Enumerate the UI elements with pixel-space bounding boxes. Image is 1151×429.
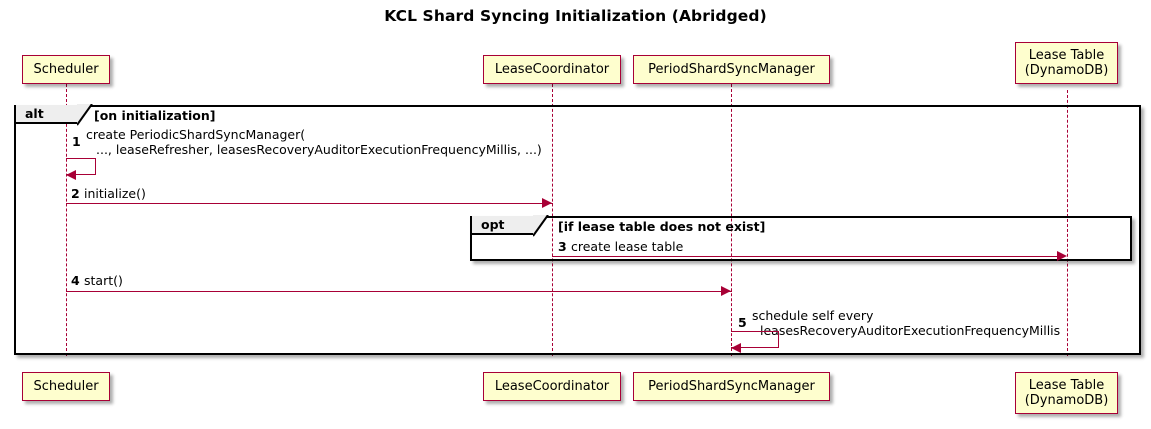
message-1-self-loop (66, 158, 96, 175)
lifeline-lease-table (1067, 90, 1068, 356)
message-3-label: create lease table (571, 239, 684, 254)
fragment-opt-tab-corner (533, 215, 549, 237)
message-2-arrowhead (542, 198, 552, 208)
participant-lease-table-bottom[interactable]: Lease Table (DynamoDB) (1015, 372, 1118, 414)
lifeline-period-shard-sync-manager (731, 84, 732, 356)
message-2-label: initialize() (84, 186, 146, 201)
message-1-arrowhead (66, 170, 76, 180)
message-4-number: 4 (71, 273, 80, 288)
diagram-title: KCL Shard Syncing Initialization (Abridg… (384, 7, 767, 25)
message-4-line (66, 291, 732, 292)
message-3-line (552, 256, 1057, 257)
fragment-opt-tab: opt (470, 216, 547, 237)
message-3-number: 3 (558, 239, 567, 254)
participant-scheduler-bottom[interactable]: Scheduler (22, 372, 110, 401)
message-5-number: 5 (738, 315, 747, 330)
participant-lease-coordinator-top[interactable]: LeaseCoordinator (483, 55, 621, 84)
message-1-number: 1 (72, 134, 81, 149)
message-2-line (66, 203, 553, 204)
fragment-alt-box (14, 105, 1141, 355)
participant-period-shard-sync-manager-bottom[interactable]: PeriodShardSyncManager (633, 372, 830, 401)
participant-period-shard-sync-manager-top[interactable]: PeriodShardSyncManager (633, 55, 830, 84)
participant-scheduler-top[interactable]: Scheduler (22, 55, 110, 84)
message-4-label: start() (84, 273, 123, 288)
fragment-alt-tab-corner (77, 104, 93, 126)
message-4-arrowhead (721, 286, 731, 296)
message-5-arrowhead (731, 343, 741, 353)
lifeline-lease-coordinator (552, 84, 553, 356)
fragment-alt-guard: [on initialization] (94, 108, 216, 123)
fragment-opt-guard: [if lease table does not exist] (558, 219, 766, 234)
message-5-self-loop (731, 331, 779, 348)
message-2-number: 2 (71, 186, 80, 201)
fragment-opt-box (470, 216, 1132, 261)
message-5-label-line1: schedule self every (752, 308, 874, 323)
fragment-alt-keyword: alt (25, 106, 44, 121)
message-5-label-line2: leasesRecoveryAuditorExecutionFrequencyM… (760, 323, 1061, 338)
message-3-arrowhead (1057, 251, 1067, 261)
participant-lease-coordinator-bottom[interactable]: LeaseCoordinator (483, 372, 621, 401)
participant-lease-table-top[interactable]: Lease Table (DynamoDB) (1015, 42, 1118, 84)
lifeline-scheduler (66, 84, 67, 356)
fragment-opt-keyword: opt (481, 217, 505, 232)
message-1-label-line1: create PeriodicShardSyncManager( (86, 127, 306, 142)
fragment-alt-tab: alt (14, 105, 91, 126)
message-1-label-line2: ..., leaseRefresher, leasesRecoveryAudit… (96, 142, 542, 157)
